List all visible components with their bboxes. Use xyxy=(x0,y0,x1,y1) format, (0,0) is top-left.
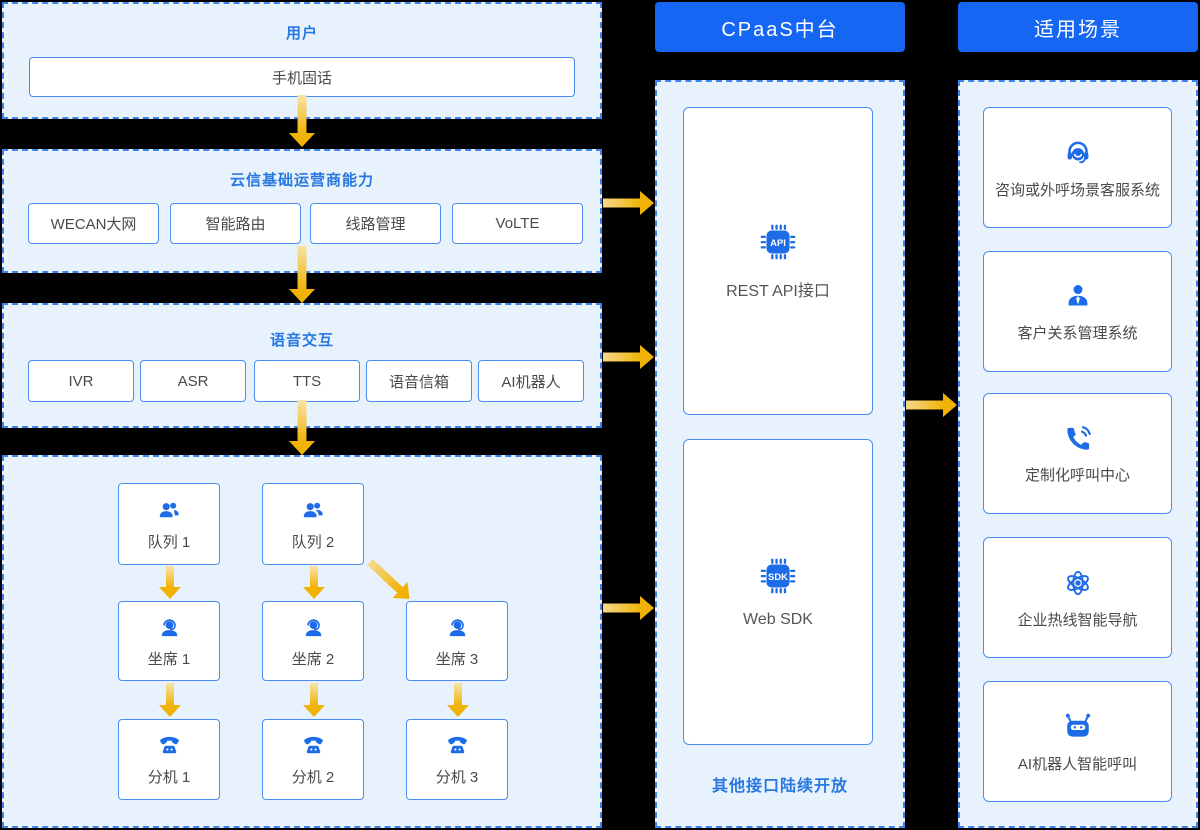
extension-2-box: 分机 2 xyxy=(262,719,364,800)
arrow-agent2-to-ext2-icon xyxy=(303,683,325,717)
queue-2-box: 队列 2 xyxy=(262,483,364,565)
scenario-card-customer-service: 咨询或外呼场景客服系统 xyxy=(983,107,1172,228)
cpaas-footnote: 其他接口陆续开放 xyxy=(711,778,848,795)
rest-api-card: API REST API接口 xyxy=(683,107,873,415)
scenario-card-call-center: 定制化呼叫中心 xyxy=(983,393,1172,514)
agent-3-label: 坐席 3 xyxy=(435,650,479,668)
scenarios-header: 适用场景 xyxy=(958,2,1198,52)
cpaas-header: CPaaS中台 xyxy=(655,2,905,52)
extension-3-box: 分机 3 xyxy=(406,719,508,800)
arrow-users-to-carrier-icon xyxy=(289,95,315,147)
arrow-cpaas-to-scenarios-icon xyxy=(906,393,957,417)
arrow-agent1-to-ext1-icon xyxy=(159,683,181,717)
agent-1-box: 坐席 1 xyxy=(118,601,220,681)
scenario-card-smart-ivr: 企业热线智能导航 xyxy=(983,537,1172,658)
scenario-card-label: 客户关系管理系统 xyxy=(1017,324,1138,342)
businessman-icon xyxy=(1068,284,1087,306)
arrow-carrier-to-voice-icon xyxy=(289,246,315,303)
atom-icon xyxy=(1066,570,1089,595)
arrow-routing-to-cpaas-icon xyxy=(603,596,654,620)
web-sdk-card: SDK Web SDK xyxy=(683,439,873,745)
extension-phone-icon xyxy=(159,736,179,754)
voice-interaction-panel: 语音交互 IVR ASR TTS 语音信箱 AI机器人 xyxy=(2,303,602,428)
arrow-queue1-to-agent1-icon xyxy=(159,566,181,599)
agent-1-label: 坐席 1 xyxy=(147,650,191,668)
voice-item: IVR xyxy=(28,360,134,402)
scenarios-header-label: 适用场景 xyxy=(1034,18,1122,41)
arrow-agent3-to-ext3-icon xyxy=(447,683,469,717)
voice-item: AI机器人 xyxy=(478,360,584,402)
scenario-card-label: AI机器人智能呼叫 xyxy=(1017,755,1138,773)
sdk-chip-text: SDK xyxy=(768,572,788,583)
queue-1-label: 队列 1 xyxy=(147,533,191,551)
carrier-item: 线路管理 xyxy=(310,203,441,244)
extension-1-box: 分机 1 xyxy=(118,719,220,800)
queue-1-box: 队列 1 xyxy=(118,483,220,565)
scenario-card-crm: 客户关系管理系统 xyxy=(983,251,1172,372)
carrier-item: 智能路由 xyxy=(170,203,301,244)
extension-2-label: 分机 2 xyxy=(291,769,335,786)
arrow-carrier-to-cpaas-icon xyxy=(603,191,654,215)
carrier-item: VoLTE xyxy=(452,203,583,244)
robot-icon xyxy=(1065,713,1090,737)
phone-landline-label: 手机固话 xyxy=(271,69,332,87)
carrier-item: WECAN大网 xyxy=(28,203,159,244)
arrow-voice-to-routing-icon xyxy=(289,400,315,455)
scenario-card-ai-robot: AI机器人智能呼叫 xyxy=(983,681,1172,802)
agent-headset-icon xyxy=(305,618,321,636)
agent-2-label: 坐席 2 xyxy=(291,650,335,668)
queue-people-icon xyxy=(159,502,179,517)
extension-1-label: 分机 1 xyxy=(147,769,191,786)
users-panel-title: 用户 xyxy=(285,25,318,42)
arrow-queue2-to-agent2-icon xyxy=(303,566,325,599)
sdk-chip-icon: SDK xyxy=(760,558,796,594)
scenario-card-label: 企业热线智能导航 xyxy=(1017,611,1138,629)
extension-phone-icon xyxy=(303,736,323,754)
phone-signal-icon xyxy=(1066,425,1091,450)
phone-landline-box: 手机固话 xyxy=(29,57,575,97)
rest-api-label: REST API接口 xyxy=(726,283,830,300)
extension-phone-icon xyxy=(447,736,467,754)
queue-2-label: 队列 2 xyxy=(291,533,335,551)
cpaas-header-label: CPaaS中台 xyxy=(721,18,839,41)
voice-item: TTS xyxy=(254,360,360,402)
voice-item: ASR xyxy=(140,360,246,402)
scenario-card-label: 咨询或外呼场景客服系统 xyxy=(994,181,1160,199)
extension-3-label: 分机 3 xyxy=(435,769,479,786)
web-sdk-label: Web SDK xyxy=(743,611,813,628)
api-chip-text: API xyxy=(770,238,786,249)
arrow-voice-to-cpaas-icon xyxy=(603,345,654,369)
agent-2-box: 坐席 2 xyxy=(262,601,364,681)
call-routing-panel: 队列 1 队列 2 坐席 1 xyxy=(2,455,602,828)
queue-people-icon xyxy=(303,502,323,517)
scenario-card-label: 定制化呼叫中心 xyxy=(1024,466,1130,484)
agent-3-box: 坐席 3 xyxy=(406,601,508,681)
customer-service-icon xyxy=(1067,141,1088,163)
carrier-panel-title: 云信基础运营商能力 xyxy=(229,172,374,189)
voice-panel-title: 语音交互 xyxy=(269,332,334,349)
voice-item: 语音信箱 xyxy=(366,360,472,402)
agent-headset-icon xyxy=(161,618,177,636)
agent-headset-icon xyxy=(449,618,465,636)
api-chip-icon: API xyxy=(760,224,796,260)
